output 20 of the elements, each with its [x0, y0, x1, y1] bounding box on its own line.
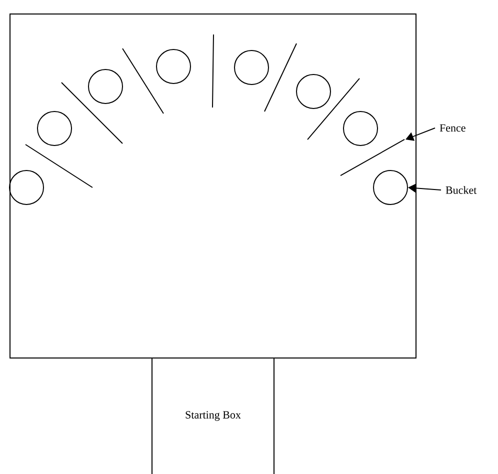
starting-box: Starting Box [152, 358, 274, 474]
bucket-circle [373, 170, 408, 205]
bucket-circle [343, 111, 378, 146]
fence-line [307, 78, 360, 140]
bucket-circle [156, 49, 191, 84]
fence-line [61, 82, 123, 144]
bucket-circle [296, 74, 331, 109]
fence-line [340, 138, 405, 176]
bucket-circle [37, 111, 72, 146]
arena-box [10, 14, 416, 358]
fence-line [25, 144, 93, 188]
label-text: Fence [440, 124, 466, 132]
label-text: Bucket [446, 186, 477, 194]
leader-arrow [406, 128, 436, 141]
fence-line [122, 48, 164, 114]
bucket-circle [88, 69, 123, 104]
bucket-circle [234, 50, 269, 85]
fence-line [212, 34, 214, 108]
fence-line [264, 42, 297, 112]
bucket-circle [9, 170, 44, 205]
